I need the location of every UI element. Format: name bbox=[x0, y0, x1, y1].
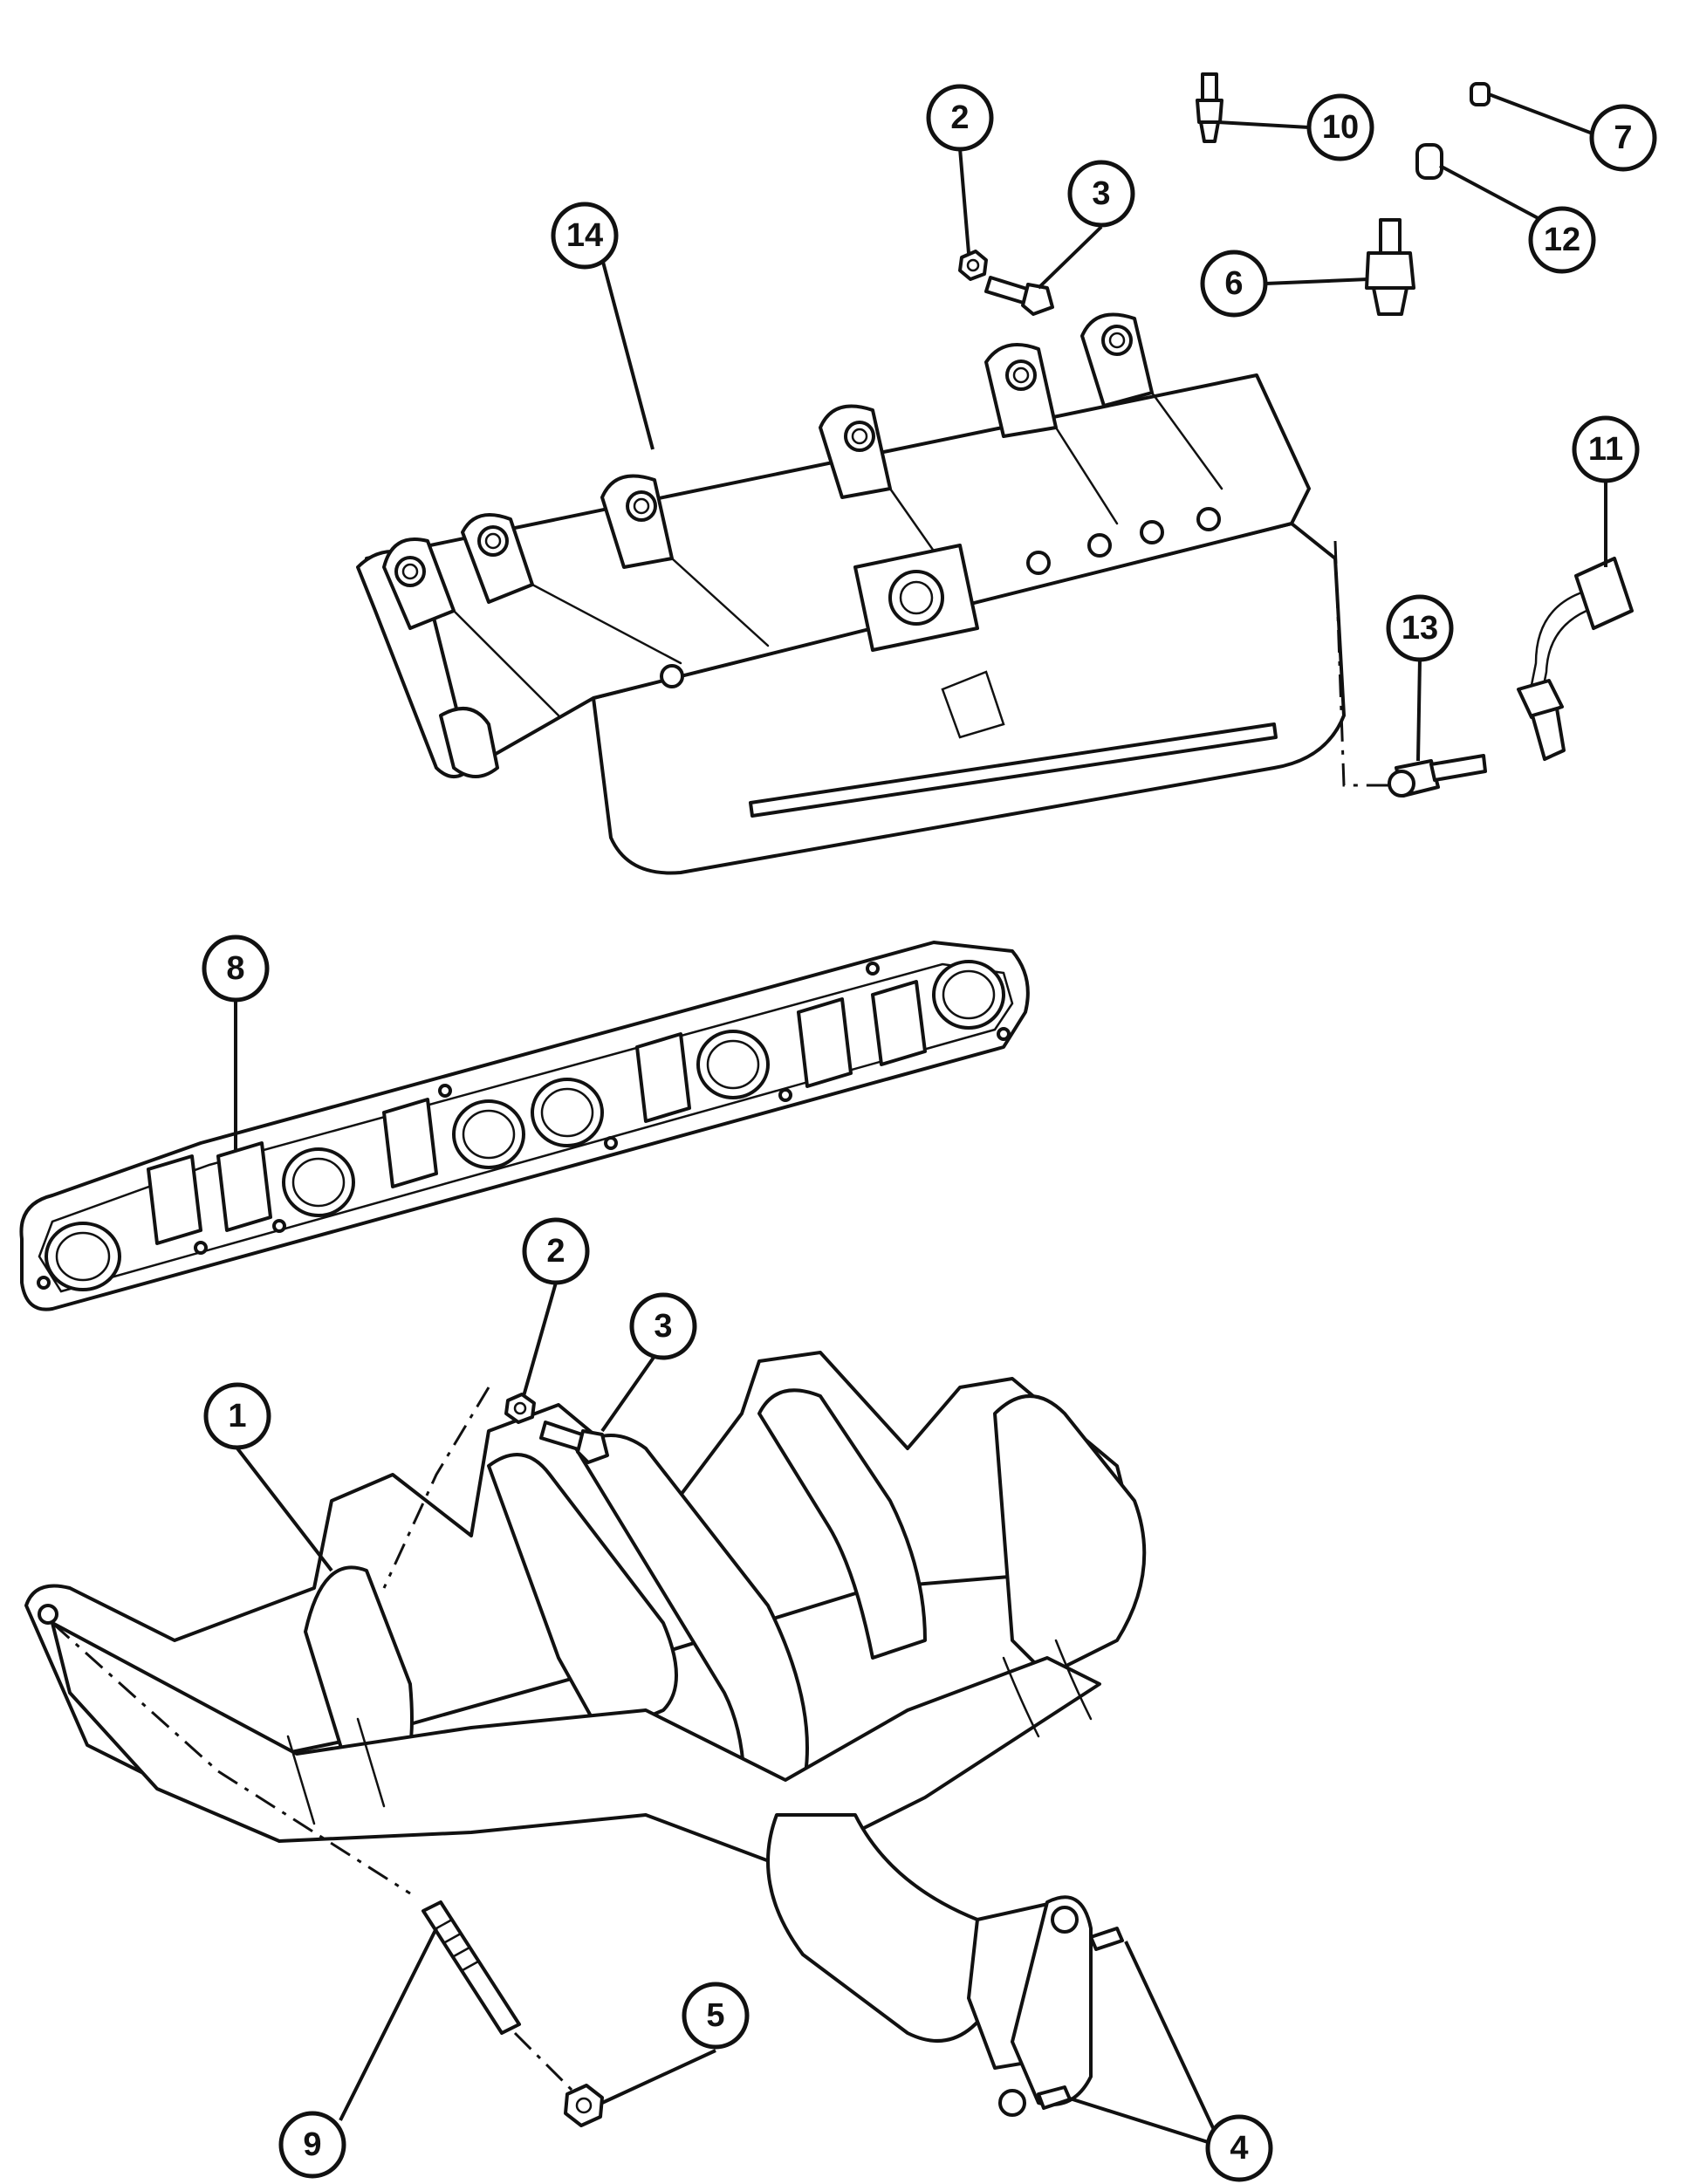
stud-9 bbox=[422, 1900, 521, 2035]
cap-12 bbox=[1415, 143, 1443, 180]
callout-11: 11 bbox=[1572, 415, 1640, 483]
callout-4-label: 4 bbox=[1230, 2130, 1248, 2167]
callout-5-label: 5 bbox=[706, 1997, 724, 2034]
bolt-upper bbox=[984, 276, 1054, 316]
callouts: 1 2 2 3 3 4 5 6 bbox=[202, 84, 1657, 2182]
callout-6-label: 6 bbox=[1224, 265, 1243, 302]
callout-10: 10 bbox=[1306, 93, 1374, 161]
callout-3-upper-label: 3 bbox=[1092, 175, 1110, 212]
bolt-lower bbox=[539, 1421, 609, 1464]
callout-14: 14 bbox=[551, 202, 619, 270]
callout-12-label: 12 bbox=[1544, 222, 1580, 258]
nut-upper bbox=[958, 250, 988, 281]
callout-3-lower-label: 3 bbox=[654, 1308, 672, 1345]
nut-5 bbox=[564, 2084, 604, 2127]
callout-2-upper-label: 2 bbox=[950, 99, 969, 136]
callout-3-lower: 3 bbox=[629, 1292, 697, 1360]
assembly-lines bbox=[51, 540, 1396, 2096]
callout-9: 9 bbox=[278, 2111, 346, 2179]
sensor-6 bbox=[1365, 218, 1415, 316]
callout-8-label: 8 bbox=[226, 950, 244, 987]
callout-6: 6 bbox=[1200, 250, 1268, 318]
callout-13-label: 13 bbox=[1402, 610, 1438, 647]
callout-1: 1 bbox=[203, 1382, 271, 1450]
manifold-gasket bbox=[19, 941, 1030, 1311]
sensor-10 bbox=[1196, 72, 1223, 143]
callout-4: 4 bbox=[1205, 2114, 1273, 2182]
callout-10-label: 10 bbox=[1322, 109, 1359, 146]
callout-8: 8 bbox=[202, 935, 270, 1003]
callout-5: 5 bbox=[682, 1982, 750, 2050]
callout-3-upper: 3 bbox=[1067, 160, 1135, 228]
callout-2-lower: 2 bbox=[522, 1217, 590, 1285]
oxygen-sensor-11 bbox=[1517, 557, 1634, 761]
fitting-13 bbox=[1388, 754, 1487, 798]
intake-manifold bbox=[356, 312, 1346, 875]
callout-7: 7 bbox=[1589, 104, 1657, 172]
callout-9-label: 9 bbox=[303, 2126, 321, 2163]
nut-lower bbox=[504, 1393, 536, 1424]
callout-11-label: 11 bbox=[1588, 431, 1623, 468]
callout-7-label: 7 bbox=[1614, 120, 1632, 156]
cap-7 bbox=[1470, 82, 1491, 106]
callout-2-lower-label: 2 bbox=[546, 1233, 565, 1270]
callout-12: 12 bbox=[1528, 206, 1596, 274]
callout-2-upper: 2 bbox=[926, 84, 994, 152]
callout-14-label: 14 bbox=[566, 217, 603, 254]
exhaust-manifold bbox=[24, 1351, 1147, 2117]
callout-1-label: 1 bbox=[228, 1398, 246, 1434]
callout-13: 13 bbox=[1386, 594, 1454, 662]
